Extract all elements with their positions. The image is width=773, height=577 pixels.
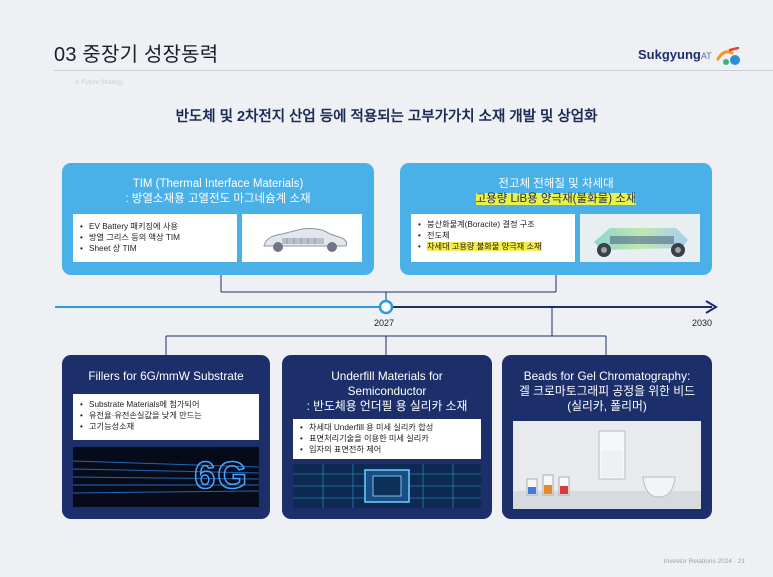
bullet: 차세대 고용량 불화물 양극재 소재 [417, 241, 569, 252]
card-beads: Beads for Gel Chromatography: 겔 크로마토그래피 … [502, 355, 712, 519]
6g-text: 6G [194, 454, 249, 498]
card-underfill-image [293, 464, 481, 508]
card-fillers-bullets: Substrate Materials에 첨가되어 유전율·유전손실값을 낮게 … [73, 394, 259, 437]
timeline-end-year: 2030 [692, 318, 713, 328]
card-fillers: Fillers for 6G/mmW Substrate Substrate M… [62, 355, 270, 519]
card-tim-subtitle: : 방열소재용 고열전도 마그네슘계 소재 [125, 193, 311, 205]
logo-suffix: AT [700, 51, 712, 61]
company-logo: SukgyungAT [638, 47, 712, 62]
faint-subtitle: 3. Future Strategy [75, 80, 124, 86]
card-underfill: Underfill Materials for Semiconductor : … [282, 355, 492, 519]
card-tim-bullets-box: EV Battery 패키징에 사용 방열 그리스 등의 액상 TIM Shee… [73, 214, 237, 262]
timeline-arrow [705, 300, 718, 314]
card-fillers-image: 6G [73, 447, 259, 507]
card-solid-electrolyte-image [580, 214, 700, 262]
logo-text: Sukgyung [638, 47, 701, 62]
card-tim-image [242, 214, 362, 262]
bullet: Substrate Materials에 첨가되어 [79, 399, 253, 410]
card-beads-title: Beads for Gel Chromatography: [523, 369, 691, 383]
card-tim: TIM (Thermal Interface Materials) : 방열소재… [62, 163, 374, 275]
card-underfill-bullets: 차세대 Underfill 용 미세 실리카 합성 표면처리기술을 이용한 미세… [293, 419, 481, 458]
lab-vials-icon [513, 430, 701, 509]
card-tim-bullets: EV Battery 패키징에 사용 방열 그리스 등의 액상 TIM Shee… [73, 214, 237, 261]
card-underfill-title-2: Semiconductor [347, 384, 427, 398]
card-underfill-subtitle: : 반도체용 언더필 용 실리카 소재 [306, 399, 468, 413]
card-solid-electrolyte-bullets: 붕산화물계(Boracite) 결정 구조 전도체 차세대 고용량 불화물 양극… [411, 214, 575, 257]
card-solid-electrolyte-subtitle: 고용량 LiB용 양극재(불화물) 소재 [475, 193, 637, 205]
bullet-continuation: 고기능성소재 [79, 421, 253, 432]
card-fillers-bullets-box: Substrate Materials에 첨가되어 유전율·유전손실값을 낮게 … [73, 394, 259, 440]
card-solid-electrolyte-title: 전고체 전해질 및 차세대 [498, 178, 614, 190]
bullet-continuation: 전도체 [417, 230, 569, 241]
bullet: Sheet 상 TIM [79, 243, 231, 254]
6g-network-icon [73, 460, 259, 494]
bullet-continuation: 유전율·유전손실값을 낮게 만드는 [79, 410, 253, 421]
bullet-continuation: 입자의 표면전하 제어 [299, 444, 475, 455]
page-title: 03 중장기 성장동력 [54, 44, 219, 66]
bullet: EV Battery 패키징에 사용 [79, 221, 231, 232]
bullet: 방열 그리스 등의 액상 TIM [79, 232, 231, 243]
section-headline: 반도체 및 2차전지 산업 등에 적용되는 고부가가치 소재 개발 및 상업화 [175, 109, 598, 125]
bullet: 표면처리기술을 이용한 미세 실리카 [299, 433, 475, 444]
card-underfill-bullets-box: 차세대 Underfill 용 미세 실리카 합성 표면처리기술을 이용한 미세… [293, 419, 481, 459]
ev-battery-chassis-icon [594, 228, 688, 257]
semiconductor-chip-icon [293, 464, 481, 508]
timeline-marker [378, 299, 394, 315]
card-solid-electrolyte-bullets-box: 붕산화물계(Boracite) 결정 구조 전도체 차세대 고용량 불화물 양극… [411, 214, 575, 262]
card-underfill-title: Underfill Materials for [331, 369, 443, 383]
card-fillers-title: Fillers for 6G/mmW Substrate [88, 369, 244, 383]
card-beads-image [513, 421, 701, 509]
footer: Investor Relations 2024 · 21 [663, 558, 745, 565]
bullet: 차세대 Underfill 용 미세 실리카 합성 [299, 422, 475, 433]
header-divider [54, 70, 773, 71]
bullet: 붕산화물계(Boracite) 결정 구조 [417, 219, 569, 230]
ev-car-xray-icon [263, 228, 347, 252]
logo-mark-icon [716, 47, 740, 65]
card-solid-electrolyte: 전고체 전해질 및 차세대 고용량 LiB용 양극재(불화물) 소재 붕산화물계… [400, 163, 712, 275]
card-beads-subtitle: (실리카, 폴리머) [567, 399, 647, 413]
card-tim-title: TIM (Thermal Interface Materials) [132, 178, 304, 190]
timeline-mid-year: 2027 [374, 318, 395, 328]
card-beads-title-2: 겔 크로마토그래피 공정을 위한 비드 [519, 384, 695, 398]
